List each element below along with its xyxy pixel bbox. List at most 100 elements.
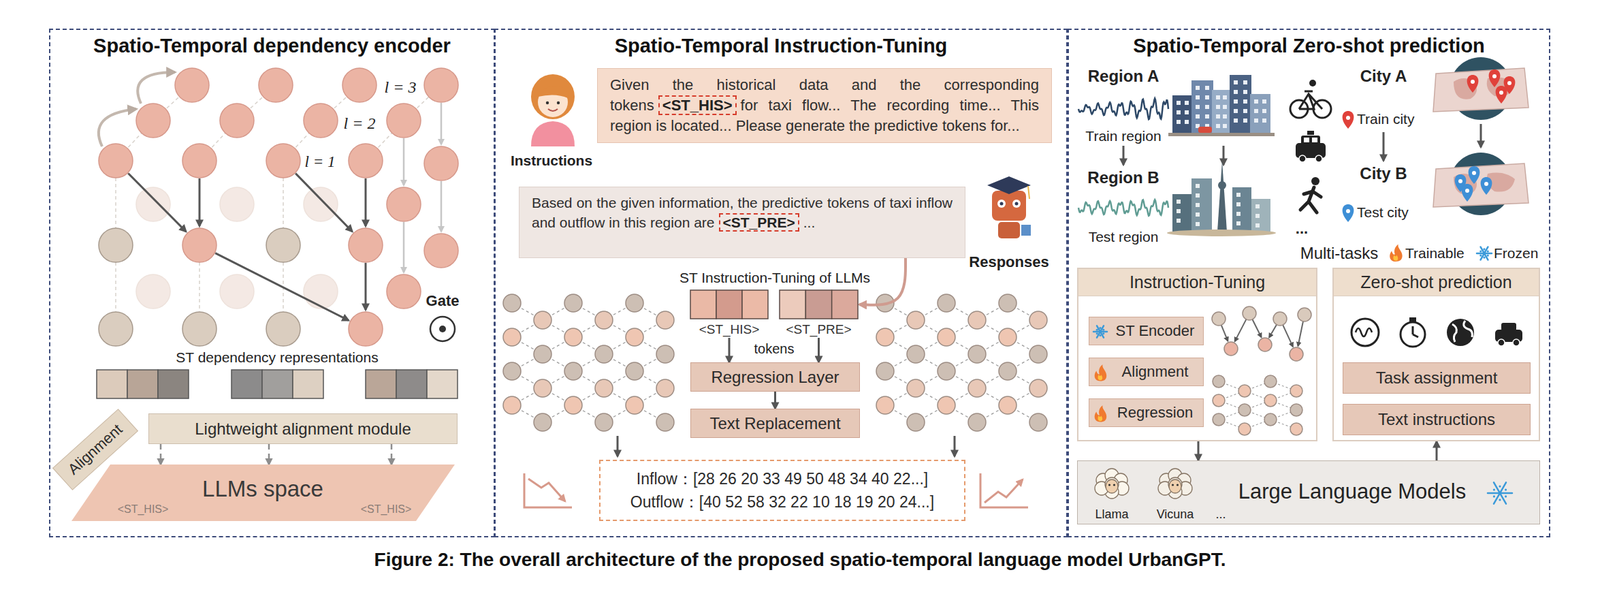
instruction-box: Given the historical data and the corres… xyxy=(597,68,1052,143)
building xyxy=(1232,187,1252,232)
building xyxy=(1211,89,1231,133)
space-text: <ST_HIS> xyxy=(117,503,169,516)
robot-eye xyxy=(1012,199,1021,208)
token-cell xyxy=(805,290,832,319)
panel-title: Spatio-Temporal Instruction-Tuning xyxy=(495,34,1067,58)
flame-inner xyxy=(1098,374,1103,380)
neuron xyxy=(182,228,217,263)
building-window xyxy=(1184,100,1189,105)
network-neuron xyxy=(968,311,986,329)
network-neuron xyxy=(533,311,552,329)
legend-text: Trainable xyxy=(1405,245,1465,262)
building-window xyxy=(1195,221,1200,227)
building xyxy=(1191,80,1214,133)
network-neuron xyxy=(968,345,986,363)
snowflake-dot xyxy=(1102,328,1105,331)
layer-link xyxy=(198,262,201,312)
token-label: <ST_HIS> xyxy=(690,322,768,338)
sheep-face xyxy=(1105,479,1118,493)
person-eye xyxy=(546,101,549,105)
network-neuron xyxy=(1264,413,1277,426)
actor-label: Responses xyxy=(968,253,1049,271)
map-pin xyxy=(1495,85,1508,104)
region-label: Train region xyxy=(1085,128,1161,145)
connector-arrow xyxy=(390,443,393,465)
trend-up xyxy=(984,479,1023,503)
building-window xyxy=(1176,100,1181,105)
building-window xyxy=(1254,99,1259,104)
snowflake-dot xyxy=(1096,328,1099,331)
llm-box: LlamaVicuna...Large Language Models xyxy=(1077,460,1541,525)
building-window xyxy=(1195,114,1200,119)
network-neuron xyxy=(906,311,925,329)
map-pin-dot xyxy=(1346,209,1351,214)
building-window xyxy=(1195,183,1200,188)
building-window xyxy=(1255,223,1260,228)
neuron xyxy=(136,103,171,138)
network-neuron xyxy=(656,345,675,363)
map-pin-dot xyxy=(1484,181,1489,186)
sheep-eye xyxy=(1176,483,1179,486)
flame-icon xyxy=(1094,364,1108,381)
network-neuron xyxy=(625,294,644,312)
snowflake-icon xyxy=(1476,246,1492,260)
neuron xyxy=(98,228,133,263)
taxi-wheel xyxy=(1497,339,1505,346)
neuron xyxy=(98,311,133,346)
output-box: Inflow：[28 26 20 33 49 50 48 34 40 22...… xyxy=(599,459,966,521)
layer-link xyxy=(403,138,406,186)
snowflake-dot xyxy=(1493,488,1496,491)
neuron xyxy=(258,68,293,103)
representation-cell xyxy=(231,369,263,399)
output-values: Inflow：[28 26 20 33 49 50 48 34 40 22...… xyxy=(636,467,928,491)
layer-link xyxy=(440,181,443,232)
transfer-arrow xyxy=(1382,132,1385,161)
network-neuron xyxy=(1238,422,1251,436)
building-window xyxy=(1233,99,1238,104)
neuron xyxy=(266,311,301,346)
module-box: Alignment xyxy=(1088,357,1204,387)
connector-arrow xyxy=(160,443,163,465)
sheep-eye xyxy=(1113,483,1116,486)
building-window xyxy=(1236,221,1241,226)
snowflake-dot xyxy=(1098,334,1101,337)
network-neuron xyxy=(564,396,583,414)
building-window xyxy=(1222,104,1227,109)
network-neuron xyxy=(656,413,675,431)
neuron xyxy=(424,146,459,181)
actor-label: Instructions xyxy=(510,152,593,169)
layer-link xyxy=(198,177,201,229)
sub-panel-title: Zero-shot prediction xyxy=(1333,268,1539,297)
taxi-sign xyxy=(1307,130,1315,135)
building-window xyxy=(1195,85,1200,90)
neuron xyxy=(348,311,383,346)
representation-cell xyxy=(292,369,324,399)
gate-dot xyxy=(439,325,446,333)
network-neuron xyxy=(1029,345,1048,363)
building-window xyxy=(1216,95,1221,100)
snowflake-dot xyxy=(1504,488,1507,491)
panel-title: Spatio-Temporal Zero-shot prediction xyxy=(1068,34,1549,58)
building-window xyxy=(1205,104,1210,109)
neuron xyxy=(424,68,459,103)
snowflake-arm xyxy=(1096,325,1104,338)
building-window xyxy=(1176,110,1181,115)
network-neuron xyxy=(533,345,552,363)
snowflake-dot xyxy=(1493,494,1496,498)
module-box: Regression xyxy=(1088,398,1204,427)
flame-icon xyxy=(1389,244,1402,262)
building xyxy=(1251,198,1271,232)
space-text: LLMs space xyxy=(202,475,324,502)
person-body xyxy=(531,121,575,147)
parallelogram-shape xyxy=(71,464,455,521)
building xyxy=(1191,178,1212,232)
map-pin-dot xyxy=(1499,90,1504,95)
sub-panel: Instruction-TuningST EncoderAlignmentReg… xyxy=(1077,267,1318,442)
building-window xyxy=(1255,213,1260,218)
network-neuron xyxy=(968,379,986,397)
flame-inner xyxy=(1098,415,1103,421)
section-label: Multi-tasks xyxy=(1300,243,1379,263)
building-window xyxy=(1195,202,1200,207)
network-neuron xyxy=(937,294,956,312)
sub-panel: Zero-shot predictionTask assignmentText … xyxy=(1332,267,1541,442)
